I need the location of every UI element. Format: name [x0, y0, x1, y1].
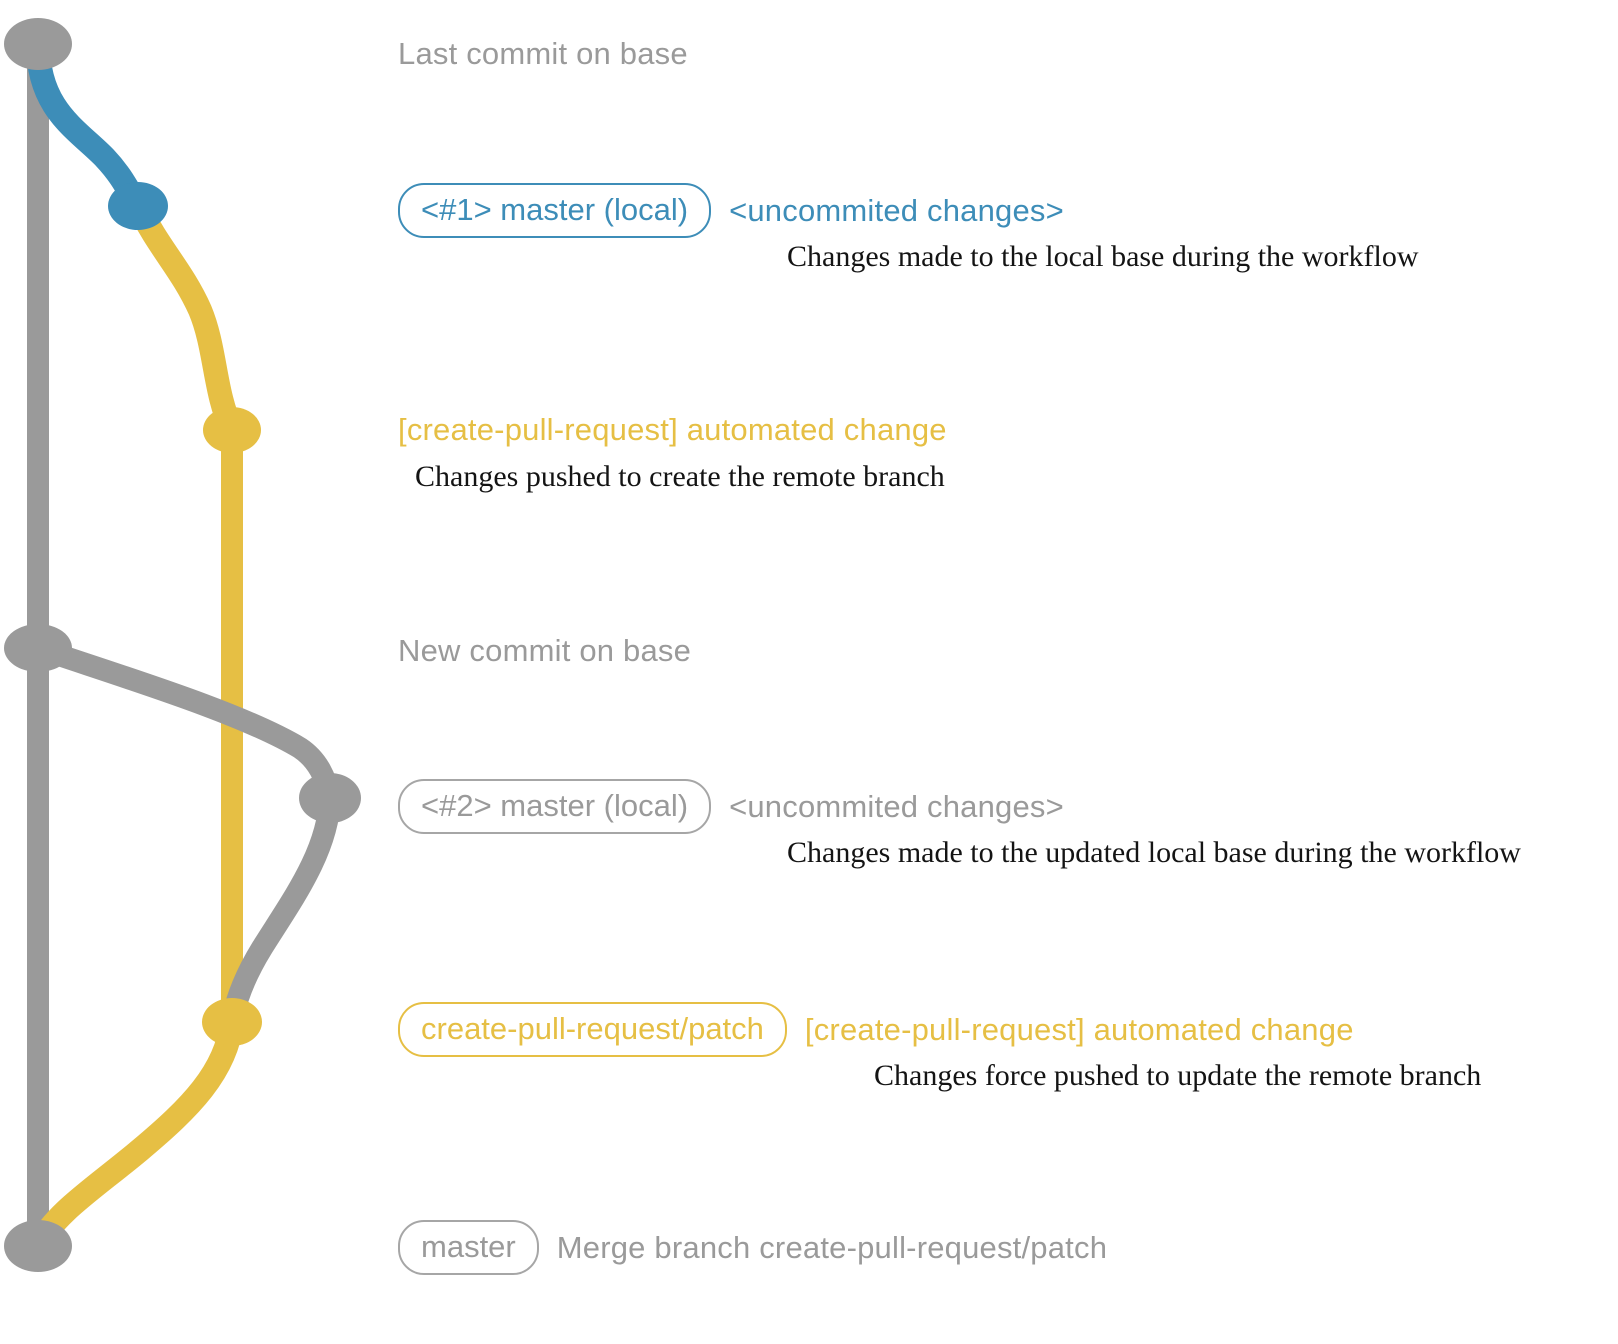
heading-new-commit-on-base: New commit on base	[398, 633, 692, 668]
commit-message-master-local-1: <uncommited changes>	[729, 192, 1064, 228]
commit-node-remote-2[interactable]	[202, 998, 262, 1046]
heading-last-commit-on-base: Last commit on base	[398, 36, 688, 71]
commit-row-automated-change-2: create-pull-request/patch [create-pull-r…	[398, 1002, 1354, 1057]
commit-row-automated-change-1: [create-pull-request] automated change	[398, 412, 947, 448]
commit-node-base-merge[interactable]	[4, 1220, 72, 1272]
commit-row-master-local-2: <#2> master (local) <uncommited changes>	[398, 779, 1064, 834]
graph-edge-local2-to-remote2	[221, 787, 341, 1033]
ref-pill-master[interactable]: master	[398, 1220, 539, 1275]
commit-message-master-merge: Merge branch create-pull-request/patch	[556, 1229, 1108, 1265]
commit-graph	[4, 18, 361, 1272]
ref-pill-master-local-2[interactable]: <#2> master (local)	[398, 779, 712, 834]
commit-message-master-local-2: <uncommited changes>	[729, 788, 1064, 824]
commit-node-base-new[interactable]	[4, 624, 72, 672]
commit-description-automated-change-2: Changes force pushed to update the remot…	[874, 1059, 1482, 1092]
commit-row-master-merge: master Merge branch create-pull-request/…	[398, 1220, 1107, 1275]
commit-description-master-local-1: Changes made to the local base during th…	[787, 240, 1419, 273]
ref-pill-master-local-1[interactable]: <#1> master (local)	[398, 183, 712, 238]
graph-edge-base-to-local1	[26, 32, 150, 218]
graph-edge-remote2-to-merge	[26, 1010, 244, 1258]
commit-node-local-2[interactable]	[299, 773, 361, 823]
commit-node-remote-1[interactable]	[203, 407, 261, 453]
graph-edge-local1-to-remote1	[126, 194, 244, 442]
commit-description-automated-change-1: Changes pushed to create the remote bran…	[415, 460, 945, 493]
commit-description-master-local-2: Changes made to the updated local base d…	[787, 836, 1521, 869]
commit-node-local-1[interactable]	[108, 182, 168, 230]
commit-row-master-local-1: <#1> master (local) <uncommited changes>	[398, 183, 1064, 238]
commit-message-automated-change-1: [create-pull-request] automated change	[398, 412, 947, 447]
ref-pill-create-pull-request-patch[interactable]: create-pull-request/patch	[398, 1002, 787, 1057]
graph-edge-basenew-to-local2	[27, 637, 341, 809]
commit-message-automated-change-2: [create-pull-request] automated change	[804, 1011, 1354, 1047]
commit-node-base-head[interactable]	[4, 18, 72, 70]
